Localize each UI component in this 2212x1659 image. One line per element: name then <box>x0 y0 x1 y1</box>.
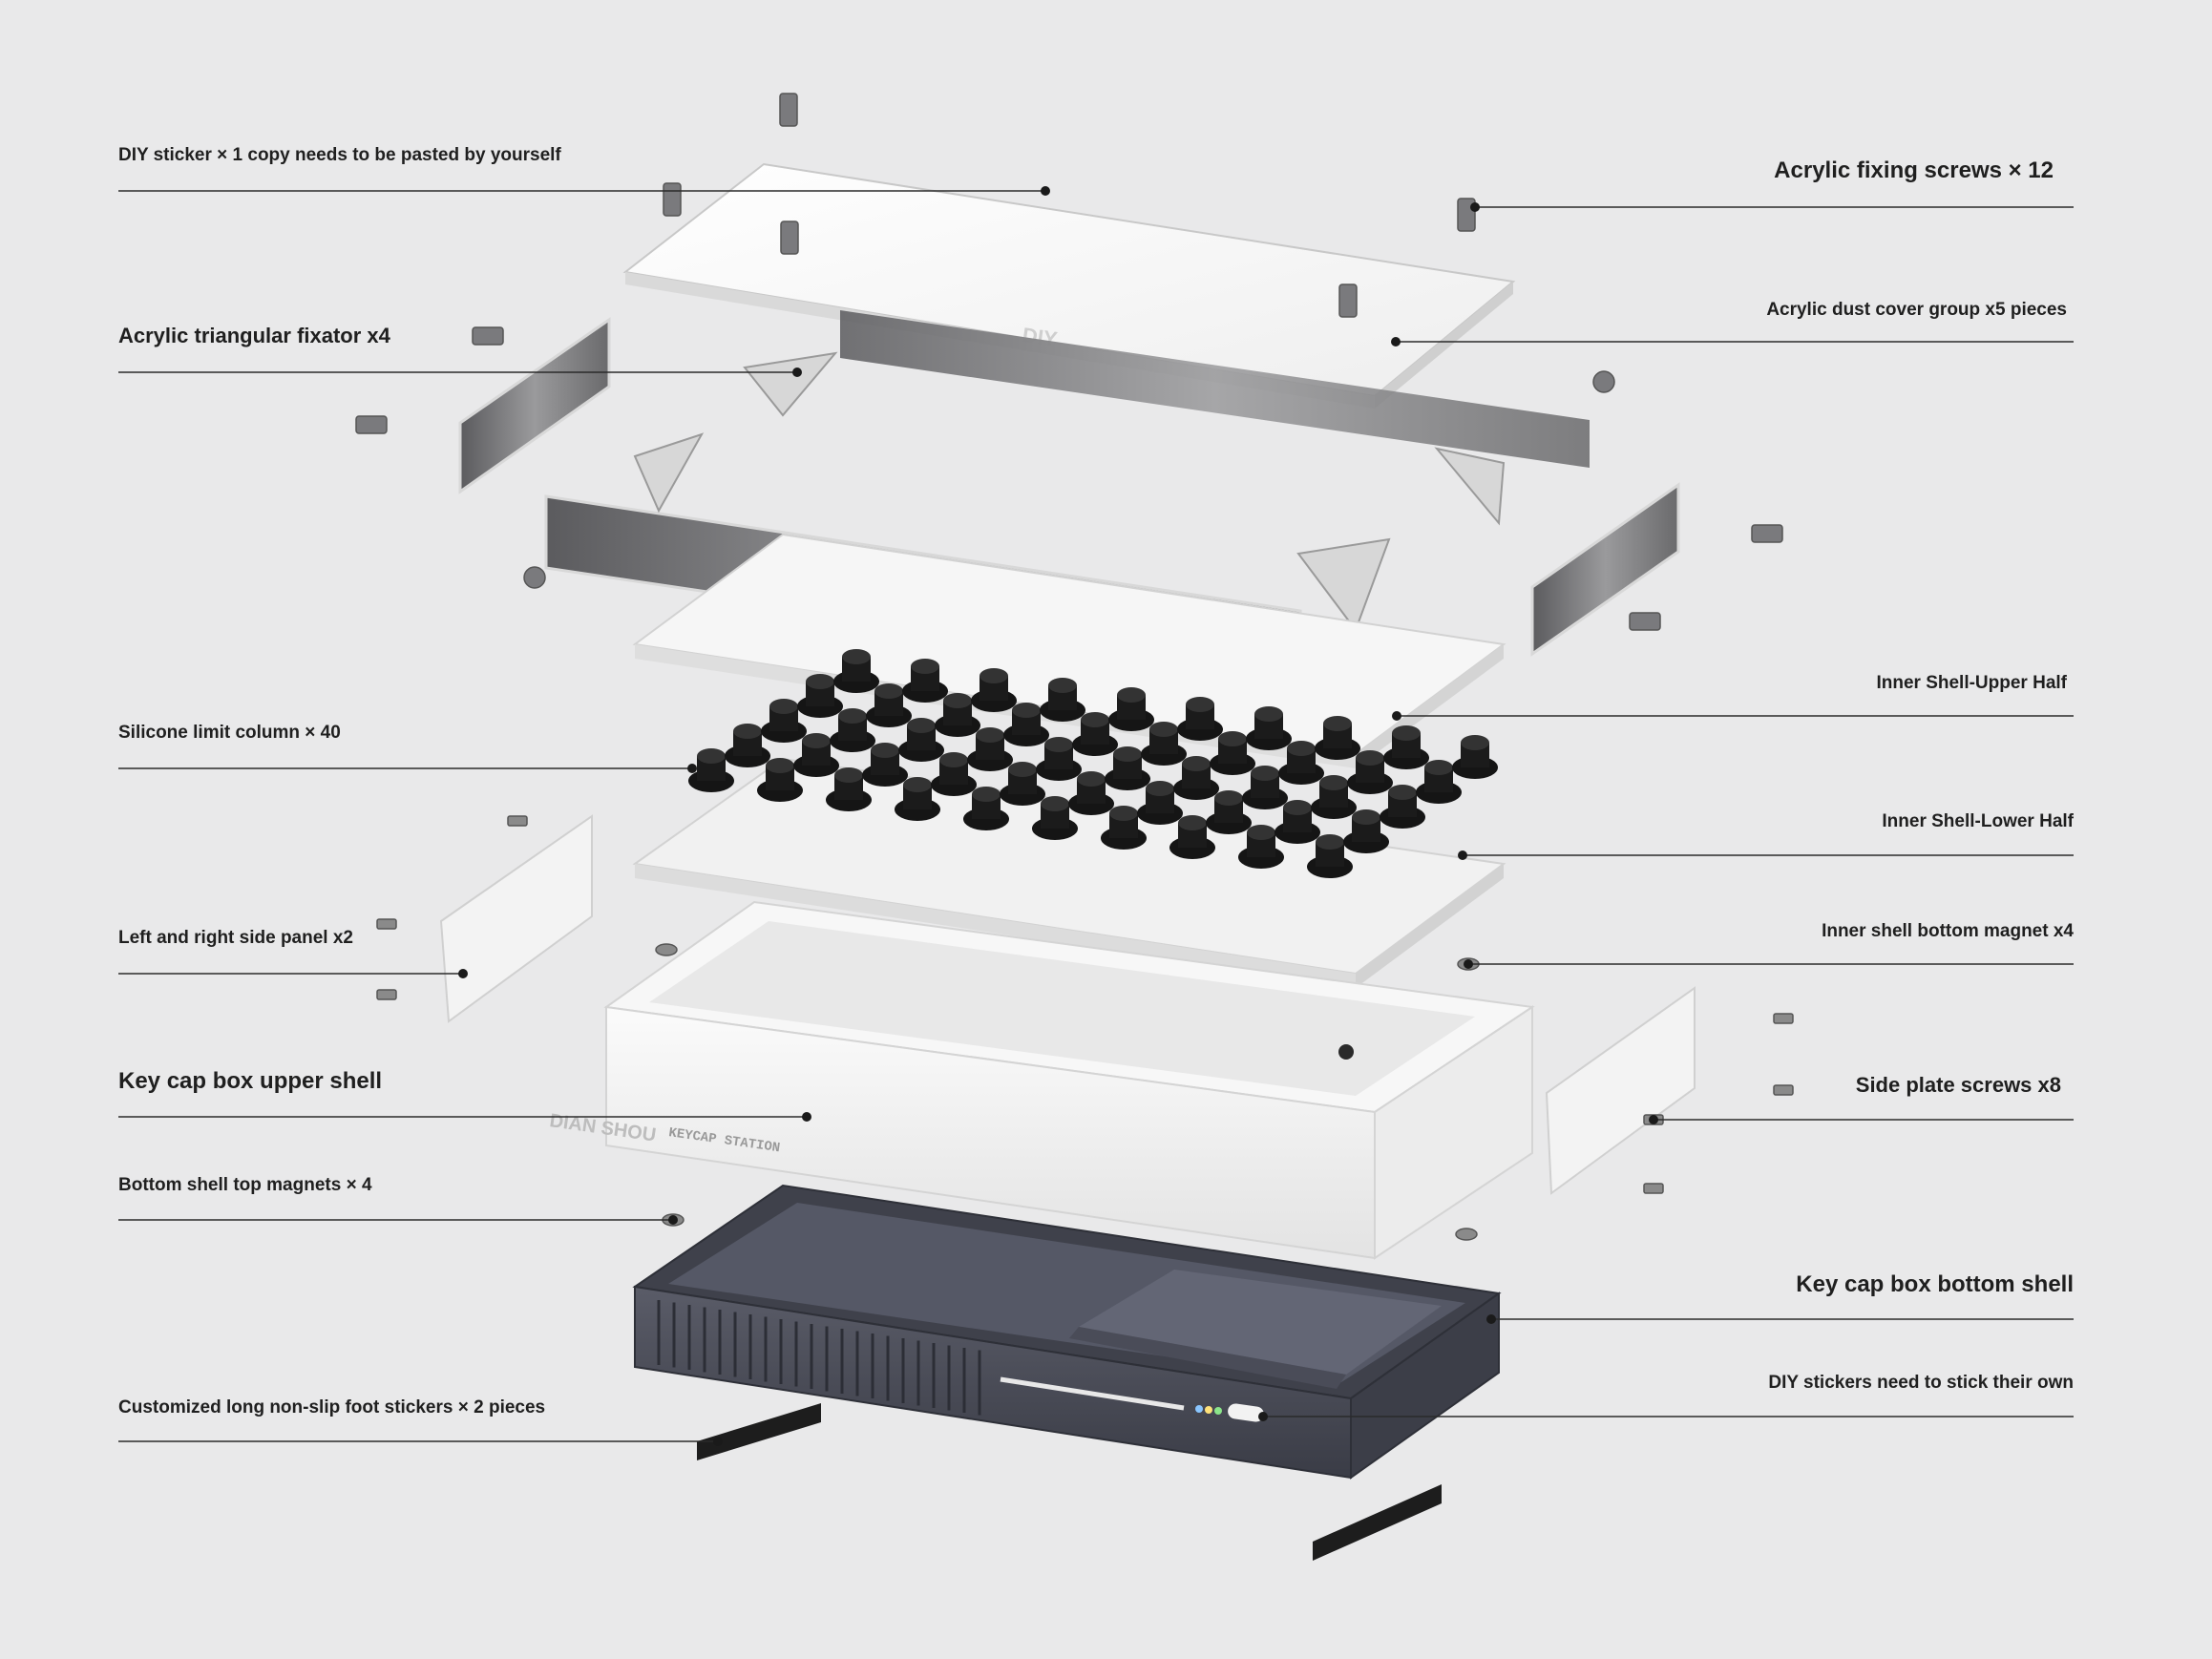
label-fixing-screws: Acrylic fixing screws × 12 <box>1774 158 2054 183</box>
silicone-column-top <box>1251 766 1279 781</box>
silicone-column-top <box>911 659 939 674</box>
silicone-column-top <box>976 727 1004 743</box>
silicone-column-top <box>1352 809 1380 825</box>
silicone-column-top <box>1461 735 1489 750</box>
leader-dot <box>792 368 802 377</box>
silicone-column-top <box>1178 815 1207 830</box>
silicone-column-top <box>838 708 867 724</box>
silicone-column-top <box>907 718 936 733</box>
silicone-column-top <box>1146 781 1174 796</box>
grille-ribs <box>657 1300 981 1416</box>
silicone-column-top <box>1424 760 1453 775</box>
silicone-column-top <box>1117 687 1146 703</box>
label-diy-sticker-top: DIY sticker × 1 copy needs to be pasted … <box>118 145 561 165</box>
leader-dot <box>1258 1412 1268 1421</box>
silicone-column-top <box>1356 750 1384 766</box>
label-silicone-column: Silicone limit column × 40 <box>118 723 341 743</box>
silicone-column-top <box>1182 756 1211 771</box>
silicone-column-top <box>1041 796 1069 811</box>
leader-dot <box>668 1215 678 1225</box>
silicone-column-top <box>806 674 834 689</box>
silicone-columns <box>688 649 1498 878</box>
silicone-column-top <box>1044 737 1073 752</box>
silicone-column-top <box>1081 712 1109 727</box>
silicone-column-top <box>1392 725 1421 741</box>
silicone-column-top <box>943 693 972 708</box>
label-inner-upper: Inner Shell-Upper Half <box>1876 673 2067 693</box>
silicone-column-top <box>1113 746 1142 762</box>
silicone-column-top <box>1077 771 1106 787</box>
leader-dot <box>802 1112 811 1122</box>
label-upper-shell: Key cap box upper shell <box>118 1068 383 1094</box>
white-right-side-panel <box>1545 986 1696 1195</box>
label-side-plate-screws: Side plate screws x8 <box>1855 1073 2061 1097</box>
acrylic-left-side-panel <box>458 317 611 494</box>
silicone-column-top <box>1287 741 1316 756</box>
silicone-column-top <box>1283 800 1312 815</box>
label-bottom-top-magnets: Bottom shell top magnets × 4 <box>118 1175 372 1195</box>
leader-dot <box>1041 186 1050 196</box>
label-inner-lower: Inner Shell-Lower Half <box>1882 811 2074 831</box>
label-diy-sticker-bottom: DIY stickers need to stick their own <box>1768 1373 2074 1393</box>
leader-dot <box>1464 959 1473 969</box>
inner-shell-lower-half <box>632 757 1506 988</box>
silicone-column-top <box>972 787 1001 802</box>
silicone-column-top <box>766 758 794 773</box>
bottom-shell-box <box>632 1184 1502 1480</box>
triangular-fixators <box>633 351 1506 633</box>
silicone-column-top <box>1186 697 1214 712</box>
leader-dot <box>1470 202 1480 212</box>
silicone-column-top <box>1316 834 1344 850</box>
silicone-column-top <box>1218 731 1247 746</box>
silicone-column-top <box>834 767 863 783</box>
label-side-panel: Left and right side panel x2 <box>118 928 353 948</box>
silicone-column-top <box>871 743 899 758</box>
leader-dot <box>458 969 468 978</box>
silicone-column-top <box>1048 678 1077 693</box>
silicone-column-top <box>697 748 726 764</box>
label-foot-stickers: Customized long non-slip foot stickers ×… <box>118 1397 546 1418</box>
label-triangular-fixator: Acrylic triangular fixator x4 <box>118 324 390 347</box>
silicone-column-top <box>733 724 762 739</box>
silicone-column-top <box>1008 762 1037 777</box>
silicone-column-top <box>1323 716 1352 731</box>
leader-dot <box>1391 337 1401 346</box>
silicone-column-top <box>769 699 798 714</box>
silicone-column-top <box>939 752 968 767</box>
leader-dot <box>1458 850 1467 860</box>
label-dust-cover: Acrylic dust cover group x5 pieces <box>1766 300 2067 320</box>
silicone-column-top <box>874 683 903 699</box>
acrylic-back-panel <box>840 310 1590 468</box>
silicone-column-top <box>980 668 1008 683</box>
silicone-column-top <box>802 733 831 748</box>
leader-dot <box>713 1437 723 1446</box>
silicone-column-top <box>842 649 871 664</box>
silicone-column-top <box>903 777 932 792</box>
acrylic-right-side-panel <box>1530 482 1680 657</box>
silicone-column-top <box>1254 706 1283 722</box>
white-left-side-panel <box>439 814 593 1023</box>
silicone-column-top <box>1319 775 1348 790</box>
acrylic-screws <box>355 93 1783 694</box>
leader-dot <box>687 764 697 773</box>
label-inner-magnet: Inner shell bottom magnet x4 <box>1822 921 2074 941</box>
silicone-column-top <box>1214 790 1243 806</box>
silicone-column-top <box>1149 722 1178 737</box>
leader-lines <box>118 186 2074 1446</box>
silicone-column-top <box>1388 785 1417 800</box>
leader-dot <box>1392 711 1401 721</box>
leader-dot <box>1486 1314 1496 1324</box>
upper-shell-box: DIAN SHOU KEYCAP STATION <box>548 900 1535 1260</box>
silicone-column-top <box>1109 806 1138 821</box>
foot-stickers <box>697 1403 1442 1561</box>
leader-dot <box>1649 1115 1658 1124</box>
silicone-column-top <box>1012 703 1041 718</box>
label-bottom-shell: Key cap box bottom shell <box>1796 1271 2074 1297</box>
silicone-column-top <box>1247 825 1275 840</box>
